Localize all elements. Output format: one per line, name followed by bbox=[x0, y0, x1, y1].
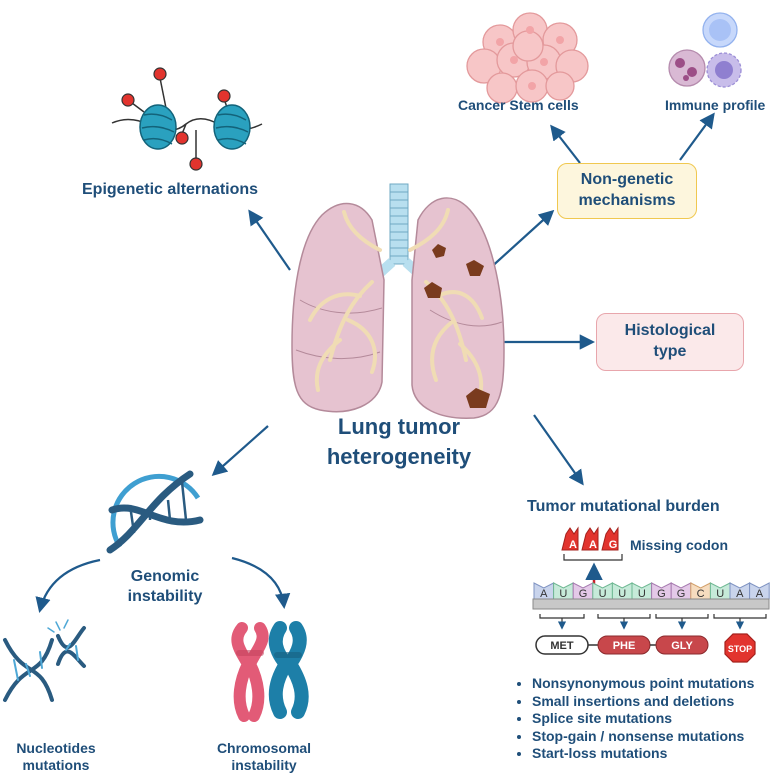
histological-label-line: type bbox=[653, 343, 687, 360]
immune-cells-icon bbox=[668, 12, 742, 88]
chromosomes-icon bbox=[231, 621, 309, 722]
mutation-type-item: Stop-gain / nonsense mutations bbox=[532, 728, 754, 746]
nucleotides-label: Nucleotides mutations bbox=[4, 740, 108, 774]
missing-letter: A bbox=[589, 539, 597, 551]
center-title-line: Lung tumor bbox=[337, 414, 461, 439]
histological-box: Histological type bbox=[596, 313, 744, 371]
mutation-types-list: Nonsynonymous point mutations Small inse… bbox=[516, 675, 754, 763]
cancer-cells-icon bbox=[466, 12, 589, 104]
broken-dna-icon bbox=[3, 619, 86, 702]
arrow-to-epigenetic bbox=[248, 209, 291, 271]
non-genetic-box: Non-genetic mechanisms bbox=[557, 163, 697, 219]
chromosomal-label-line: instability bbox=[231, 757, 297, 773]
lungs-icon bbox=[291, 183, 505, 419]
stop-label: STOP bbox=[728, 644, 752, 654]
nucleotides-label-line: mutations bbox=[22, 757, 90, 773]
nucleotide-letter: U bbox=[716, 588, 724, 600]
amino-acids: MET PHE GLY STOP bbox=[535, 633, 756, 663]
immune-label: Immune profile bbox=[665, 97, 766, 113]
mutation-type-item: Start-loss mutations bbox=[532, 745, 754, 763]
nucleotide-letter: A bbox=[736, 588, 744, 600]
missing-codon-label: Missing codon bbox=[630, 537, 728, 553]
amino-acid-label: MET bbox=[550, 640, 574, 652]
missing-codon-blocks bbox=[561, 526, 619, 551]
arrow-to-non-genetic bbox=[487, 209, 555, 271]
chromosomal-label-line: Chromosomal bbox=[216, 740, 312, 756]
non-genetic-label-line: Non-genetic bbox=[580, 171, 674, 189]
nucleotide-letter: G bbox=[657, 588, 666, 600]
nucleotide-letter: U bbox=[638, 588, 646, 600]
nucleotide-letter: G bbox=[677, 588, 686, 600]
connector-arrows bbox=[35, 112, 715, 613]
nucleotide-letter: A bbox=[756, 588, 764, 600]
nucleotide-letter: U bbox=[618, 588, 626, 600]
histological-label-line: Histological bbox=[624, 322, 716, 340]
arrow-to-cancer-stem bbox=[550, 124, 581, 164]
nucleotides-label-line: Nucleotides bbox=[16, 740, 96, 756]
arrow-to-chromosomal bbox=[231, 556, 291, 610]
mutation-type-item: Small insertions and deletions bbox=[532, 693, 754, 711]
missing-codon-graphic: A A G bbox=[561, 526, 623, 592]
nucleosome-icon bbox=[111, 67, 263, 171]
genomic-label-line: instability bbox=[127, 588, 203, 605]
arrow-to-tmb bbox=[533, 414, 584, 486]
arrow-to-genomic bbox=[211, 425, 269, 477]
missing-letter: G bbox=[609, 539, 618, 551]
tmb-title: Tumor mutational burden bbox=[527, 498, 720, 515]
mutation-type-item: Splice site mutations bbox=[532, 710, 754, 728]
genomic-label: Genomic instability bbox=[110, 567, 220, 607]
arrow-to-nucleotides bbox=[35, 558, 101, 613]
mutation-type-item: Nonsynonymous point mutations bbox=[532, 675, 754, 693]
non-genetic-label-line: mechanisms bbox=[578, 192, 676, 209]
codon-brackets bbox=[539, 614, 767, 630]
center-title-line: heterogeneity bbox=[326, 444, 472, 469]
center-title: Lung tumor heterogeneity bbox=[314, 412, 484, 472]
nucleotide-letter: A bbox=[540, 588, 548, 600]
mrna-backbone bbox=[532, 598, 770, 610]
chromosomal-label: Chromosomal instability bbox=[212, 740, 316, 774]
cancer-stem-label: Cancer Stem cells bbox=[458, 97, 579, 113]
epigenetic-label: Epigenetic alternations bbox=[82, 181, 259, 198]
amino-acid-label: GLY bbox=[671, 640, 693, 652]
genomic-label-line: Genomic bbox=[130, 568, 200, 585]
dna-helix-icon bbox=[106, 470, 204, 554]
arrow-to-immune bbox=[679, 112, 715, 161]
amino-acid-label: PHE bbox=[613, 640, 636, 652]
nucleotide-letter: G bbox=[579, 588, 588, 600]
nucleotide-letter: U bbox=[599, 588, 607, 600]
nucleotide-letter: U bbox=[559, 588, 567, 600]
missing-letter: A bbox=[569, 539, 577, 551]
stop-sign-icon: STOP bbox=[724, 633, 756, 663]
nucleotide-letter: C bbox=[697, 588, 705, 600]
amino-acid-gly bbox=[655, 635, 709, 655]
